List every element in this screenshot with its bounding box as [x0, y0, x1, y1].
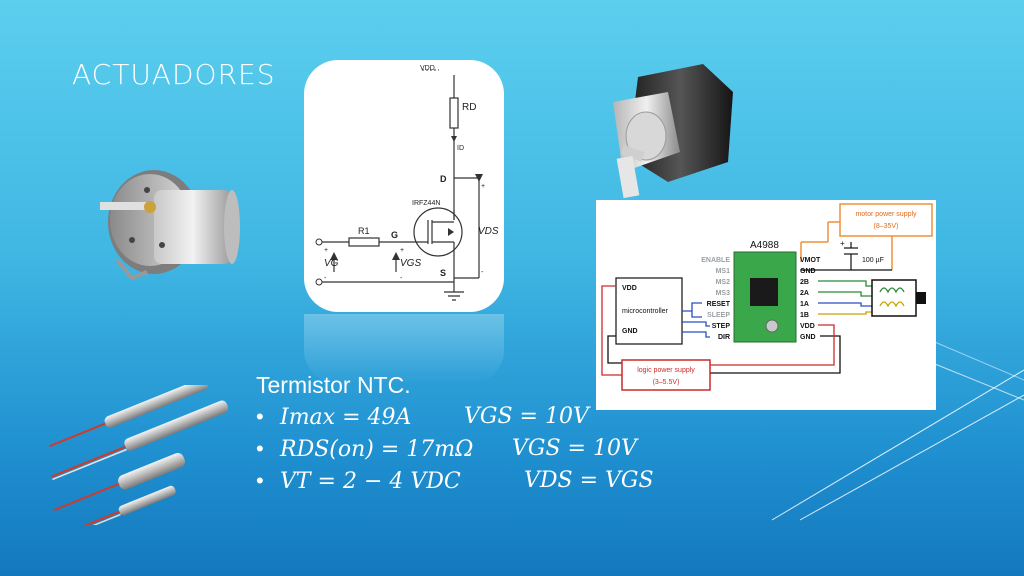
label-part: IRFZ44N [412, 200, 440, 207]
pin-gnd-logic: GND [800, 334, 816, 341]
motor-supply-range: (8–35V) [874, 223, 899, 230]
label-vds: VDS [478, 226, 499, 237]
bullet-marker: • [256, 404, 264, 429]
subtitle: Termistor NTC. [256, 372, 411, 398]
pin-2b: 2B [800, 279, 809, 286]
label-g: G [391, 230, 398, 240]
stepper-coil-box [871, 279, 917, 317]
label-r1: R1 [358, 226, 370, 236]
label-vg: VG [324, 258, 339, 269]
pin-ms2: MS2 [716, 279, 731, 286]
spec-row-vt: • VT = 2 − 4 VDC VDS = VGS [256, 465, 654, 497]
left-pin-labels: ENABLE MS1 MS2 MS3 RESET SLEEP STEP DIR [701, 257, 730, 341]
bullet-marker: • [256, 436, 264, 461]
label-vg-plus: + [324, 247, 328, 254]
chip-label: A4988 [750, 240, 779, 251]
spec-row-rds: • RDS(on) = 17mΩ VGS = 10V [256, 433, 637, 465]
label-d: D [440, 174, 447, 184]
mosfet-circuit-card: VDD RD ID D IRFZ44N R1 G VDS VG VGS S + … [304, 60, 504, 312]
logic-supply-label: logic power supply [637, 367, 695, 374]
spec-vt: VT = 2 − 4 VDC [280, 469, 461, 494]
pin-gnd-motor: GND [800, 268, 816, 275]
pin-ms1: MS1 [716, 268, 731, 275]
label-s: S [440, 268, 446, 278]
label-vgs-minus: - [400, 275, 403, 282]
motor-supply-box [839, 203, 933, 237]
spec-rds-on: RDS(on) = 17mΩ [280, 437, 474, 462]
mcu-vdd: VDD [622, 285, 637, 292]
pin-ms3: MS3 [716, 290, 731, 297]
trim-pot [765, 319, 779, 333]
label-vds-plus: + [481, 183, 485, 190]
card-reflection [304, 314, 504, 384]
a4988-wiring-diagram: motor power supply (8–35V) + 100 µF A498… [596, 200, 936, 410]
mcu-gnd: GND [622, 328, 638, 335]
label-vgs: VGS [400, 258, 421, 269]
cap-plus: + [840, 239, 845, 248]
logic-supply-box [621, 359, 711, 391]
spec-list: Termistor NTC. • Imax = 49A VGS = 10V • RDS… [256, 372, 654, 497]
mcu-label: microcontroller [622, 308, 669, 315]
label-rd: RD [462, 102, 476, 113]
pin-1b: 1B [800, 312, 809, 319]
spec-vgs-1: VGS = 10V [464, 404, 589, 429]
gear-motor-image [100, 170, 240, 281]
stepper-shaft [916, 292, 926, 304]
cap-label: 100 µF [862, 257, 884, 264]
pin-sleep: SLEEP [707, 312, 730, 319]
pin-step: STEP [712, 323, 731, 330]
pin-reset: RESET [707, 301, 731, 308]
motor-supply-label: motor power supply [855, 211, 917, 218]
mosfet-circuit-diagram: VDD RD ID D IRFZ44N R1 G VDS VG VGS S + … [315, 65, 499, 301]
logic-supply-range: (3–5.5V) [653, 379, 680, 386]
pin-2a: 2A [800, 290, 809, 297]
label-vg-minus: - [324, 275, 327, 282]
label-vdd: VDD [420, 65, 435, 72]
label-id: ID [457, 145, 464, 152]
pin-vdd-logic: VDD [800, 323, 815, 330]
spec-vgs-2: VGS = 10V [512, 436, 637, 461]
pin-vmot: VMOT [800, 257, 821, 264]
pin-dir: DIR [718, 334, 730, 341]
thermistor-probes-image [49, 385, 229, 525]
bullet-marker: • [256, 468, 264, 493]
label-vds-minus: - [481, 269, 484, 276]
slide-title: ACTUADORES [72, 58, 276, 91]
a4988-chip [750, 278, 778, 306]
spec-imax: Imax = 49A [280, 405, 412, 430]
microcontroller-box [615, 277, 683, 345]
spec-row-imax: • Imax = 49A VGS = 10V [256, 401, 589, 433]
pin-enable: ENABLE [701, 257, 730, 264]
spec-vds: VDS = VGS [524, 468, 654, 493]
stepper-motor-image [613, 64, 733, 199]
label-vgs-plus: + [400, 247, 404, 254]
pin-1a: 1A [800, 301, 809, 308]
right-pin-labels: VMOT GND 2B 2A 1A 1B VDD GND [800, 257, 821, 341]
